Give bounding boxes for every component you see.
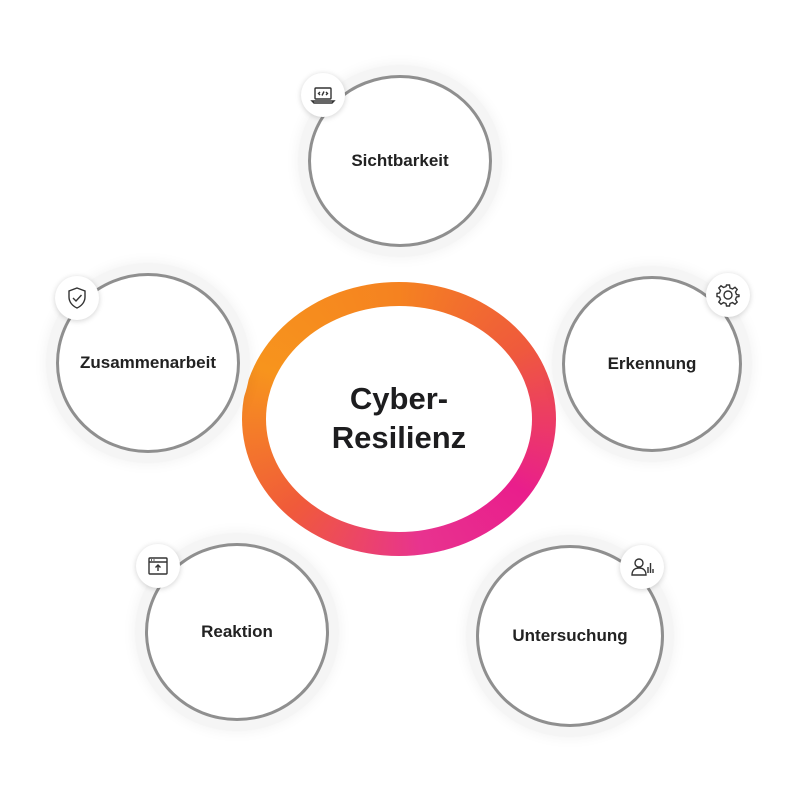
user-analytics-icon [620,545,664,589]
center-title-line1: Cyber- [349,381,449,417]
node-label-reaktion: Reaktion [201,622,273,641]
center-title-line2: Resilienz [331,420,467,455]
shield-check-icon [55,276,99,320]
gear-icon [706,273,750,317]
laptop-code-icon [301,73,345,117]
center-gradient-ring [242,282,556,556]
browser-upload-icon [136,544,180,588]
node-label-erkennung: Erkennung [607,354,697,373]
center-node: Cyber- Resilienz [242,282,556,556]
node-label-untersuchung: Untersuchung [512,626,628,645]
node-label-zusammenarbeit: Zusammenarbeit [79,353,217,372]
node-label-sichtbarkeit: Sichtbarkeit [351,151,449,170]
center-title: Cyber- Resilienz [314,380,484,458]
